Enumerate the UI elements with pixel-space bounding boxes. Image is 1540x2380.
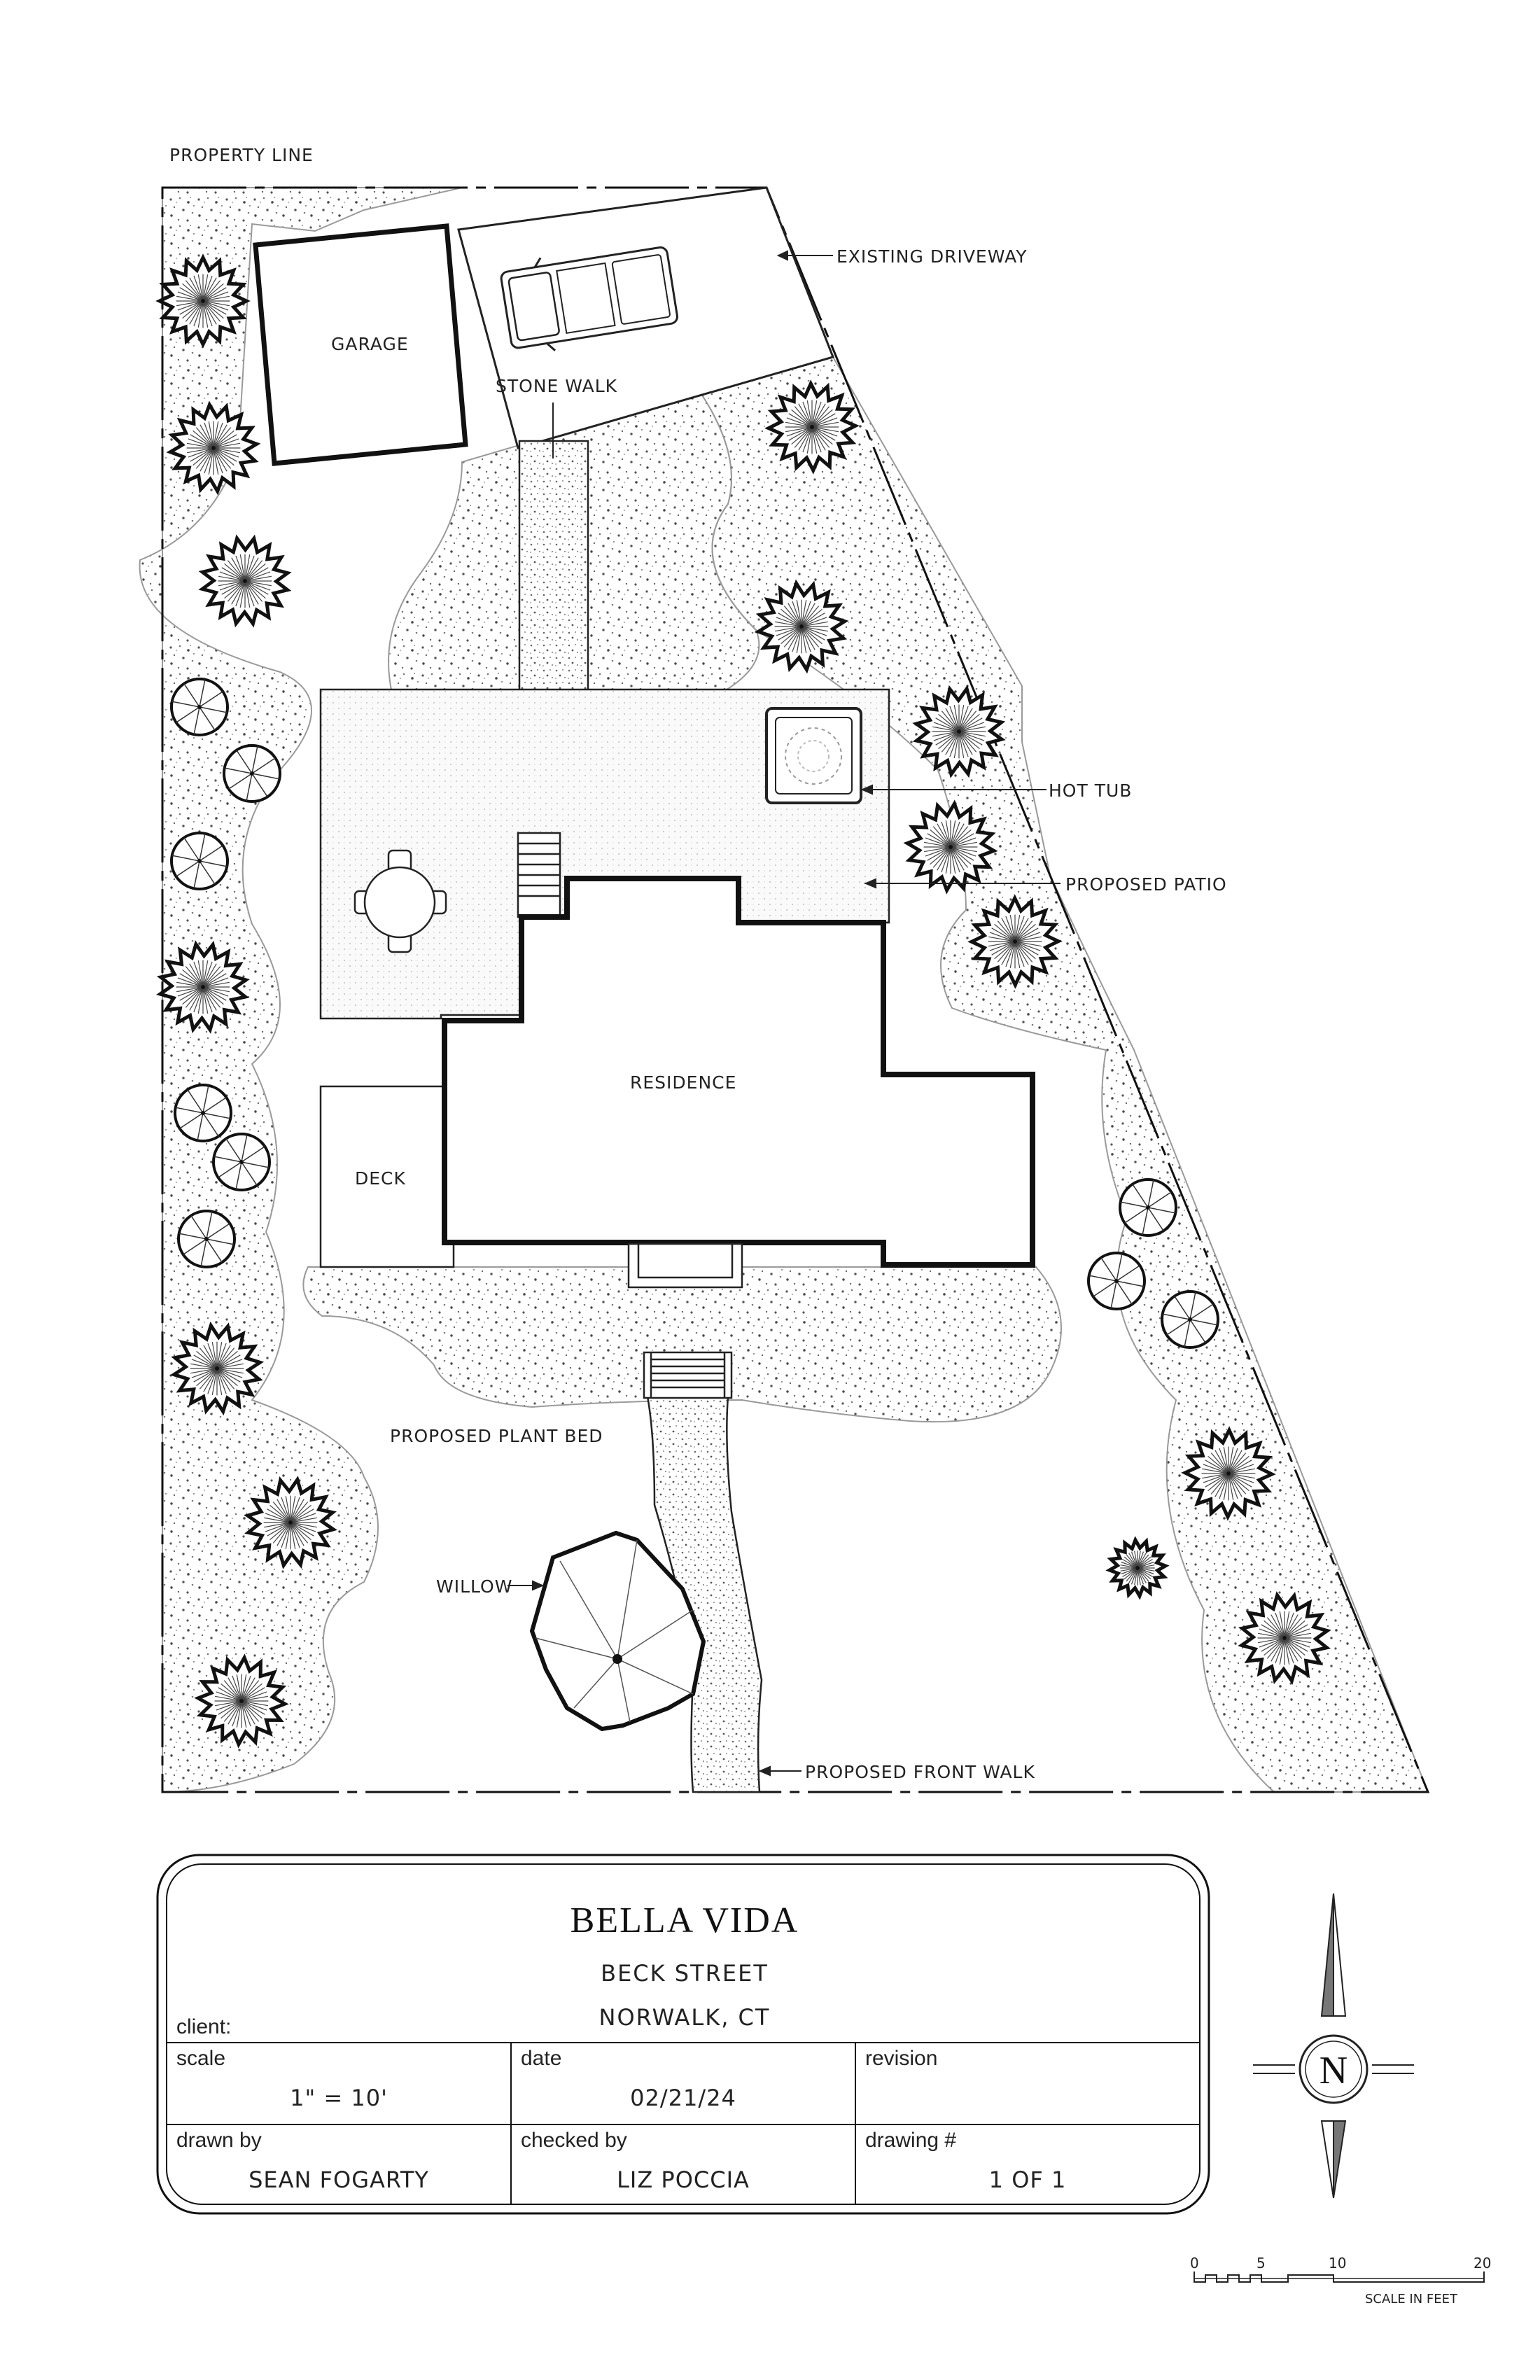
stone-walk — [518, 440, 589, 694]
proposed-patio-label: PROPOSED PATIO — [1065, 874, 1227, 895]
scale-tick-0: 0 — [1190, 2255, 1199, 2272]
shrub-icon — [967, 894, 1063, 989]
shrub-icon — [166, 400, 261, 496]
drawing-number-value: 1 OF 1 — [989, 2166, 1067, 2193]
checked-by-value: LIZ POCCIA — [617, 2166, 750, 2193]
scale-value: 1" = 10' — [290, 2085, 388, 2111]
tree-icon — [1161, 1290, 1219, 1349]
hot-tub — [765, 707, 862, 804]
scale-tick-5: 5 — [1256, 2255, 1266, 2272]
residence-footprint — [442, 876, 1035, 1268]
shrub-icon — [194, 1653, 289, 1749]
shrub-icon — [198, 534, 292, 628]
revision-label: revision — [865, 2047, 937, 2070]
property-line-label: PROPERTY LINE — [169, 145, 314, 165]
tree-icon — [170, 832, 229, 890]
tree-icon — [1119, 1178, 1177, 1237]
scale-tick-20: 20 — [1474, 2255, 1491, 2272]
proposed-front-walk-label: PROPOSED FRONT WALK — [805, 1762, 1035, 1782]
patio-steps — [517, 832, 561, 918]
shrub-icon — [244, 1476, 337, 1569]
shrub-icon — [1105, 1536, 1170, 1600]
date-value: 02/21/24 — [630, 2085, 736, 2111]
garage-footprint — [253, 223, 468, 466]
proposed-plant-bed-label: PROPOSED PLANT BED — [390, 1426, 603, 1446]
shrub-icon — [903, 799, 998, 895]
client-label: client: — [176, 2015, 231, 2038]
project-street: BECK STREET — [601, 1960, 769, 1987]
shrub-icon — [764, 379, 860, 475]
deck-footprint — [319, 1085, 455, 1268]
shrub-icon — [1181, 1426, 1276, 1521]
scale-caption: SCALE IN FEET — [1365, 2292, 1458, 2306]
shrub-icon — [754, 579, 849, 674]
project-city: NORWALK, CT — [599, 2004, 771, 2031]
shrub-icon — [169, 1321, 265, 1416]
north-letter: N — [1320, 2049, 1348, 2092]
shrub-icon — [156, 940, 250, 1034]
title-block: BELLA VIDA BECK STREET NORWALK, CT clien… — [156, 1854, 1210, 2215]
leader-lines — [507, 250, 1060, 1777]
north-arrow-icon: N — [1253, 1893, 1414, 2199]
scale-bar: 0 5 10 20 SCALE IN FEET — [1190, 2255, 1491, 2306]
tree-icon — [170, 678, 229, 736]
willow-tree-icon — [529, 1530, 706, 1732]
patio-table-icon — [354, 849, 447, 953]
drawing-number-label: drawing # — [865, 2129, 956, 2152]
residence-label: RESIDENCE — [630, 1072, 736, 1093]
shrub-icon — [155, 253, 251, 349]
tree-icon — [212, 1133, 271, 1191]
drawn-by-value: SEAN FOGARTY — [248, 2166, 429, 2193]
car-icon — [500, 246, 679, 351]
front-stoop — [627, 1242, 743, 1289]
drawn-by-label: drawn by — [176, 2129, 262, 2152]
tree-icon — [177, 1210, 236, 1268]
date-label: date — [521, 2047, 561, 2070]
shrub-icon — [912, 685, 1006, 778]
hot-tub-label: HOT TUB — [1049, 780, 1132, 801]
tree-icon — [174, 1084, 232, 1142]
scale-tick-10: 10 — [1329, 2255, 1346, 2272]
shrub-icon — [1238, 1591, 1331, 1685]
existing-driveway-label: EXISTING DRIVEWAY — [836, 246, 1028, 267]
front-steps — [643, 1351, 733, 1399]
project-title: BELLA VIDA — [570, 1900, 799, 1940]
tree-icon — [223, 744, 281, 803]
garage-label: GARAGE — [331, 334, 409, 354]
willow-label: WILLOW — [436, 1576, 512, 1597]
stone-walk-label: STONE WALK — [496, 376, 617, 396]
scale-label: scale — [176, 2047, 225, 2070]
proposed-front-walk — [646, 1395, 763, 1793]
tree-icon — [1087, 1252, 1146, 1310]
property-line — [161, 186, 1430, 1793]
trees — [155, 253, 1331, 1749]
deck-label: DECK — [355, 1168, 406, 1189]
checked-by-label: checked by — [521, 2129, 627, 2152]
